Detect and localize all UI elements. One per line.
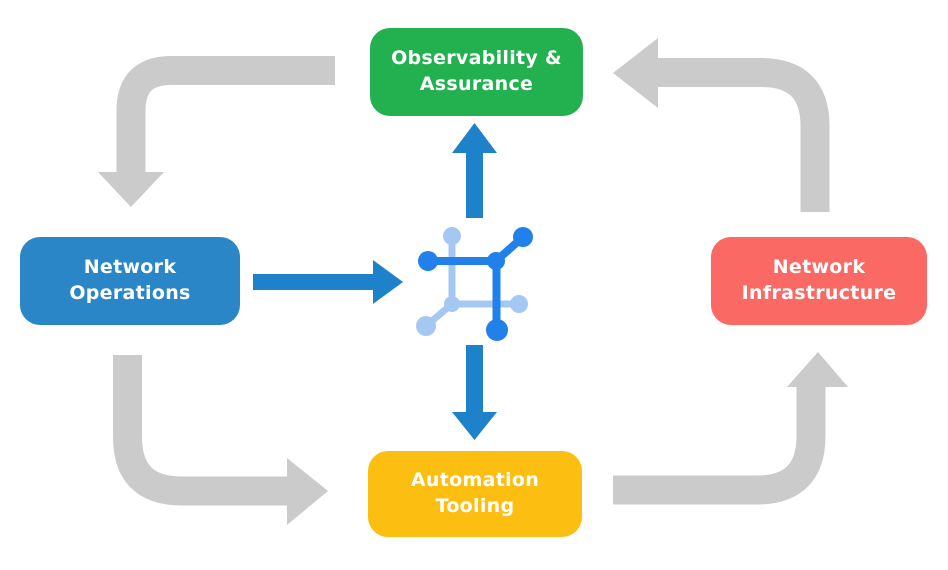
arrow-observability-to-operations	[98, 56, 335, 207]
arrow-center-to-observability	[452, 123, 497, 218]
node-observability-label: Observability & Assurance	[391, 47, 562, 95]
node-operations-label: Network Operations	[69, 256, 191, 304]
arrow-automation-to-infrastructure	[613, 352, 848, 505]
node-infrastructure-label: Network Infrastructure	[741, 256, 897, 304]
node-network-operations: Network Operations	[20, 237, 240, 325]
arrow-center-to-automation	[452, 345, 497, 440]
arrow-operations-to-center	[253, 260, 403, 304]
node-automation-label: Automation Tooling	[410, 469, 540, 517]
network-mesh-icon	[416, 227, 533, 341]
arrow-infrastructure-to-observability	[613, 38, 830, 212]
node-network-infrastructure: Network Infrastructure	[711, 237, 927, 325]
arrow-operations-to-automation	[113, 355, 328, 525]
node-automation-tooling: Automation Tooling	[368, 451, 582, 537]
node-observability-assurance: Observability & Assurance	[370, 28, 583, 116]
